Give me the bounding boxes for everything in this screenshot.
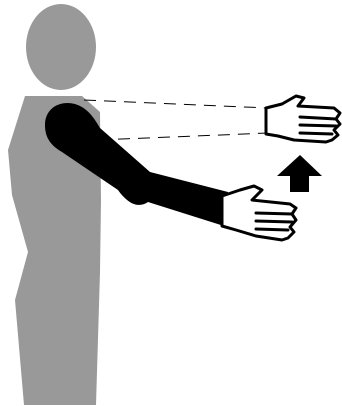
guide-line-bottom — [98, 133, 268, 140]
guide-lines — [84, 100, 268, 140]
hand-lowered — [222, 186, 296, 240]
figure-head — [26, 4, 96, 90]
guide-line-top — [84, 100, 268, 108]
hand-raised — [266, 96, 340, 142]
movement-arrow-up-icon — [277, 155, 322, 192]
